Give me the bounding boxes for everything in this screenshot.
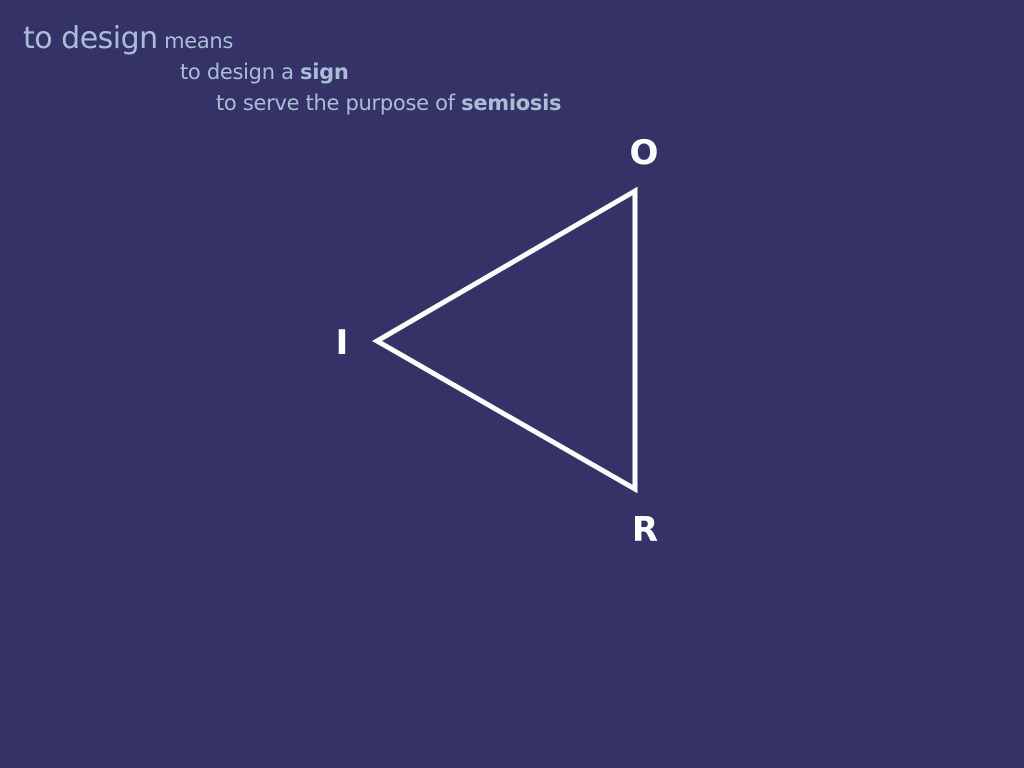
line3-text: to serve the purpose of (216, 91, 462, 115)
heading-line-2: to design a sign (180, 60, 349, 84)
vertex-label-bottom: R (632, 510, 658, 550)
heading-rest: means (157, 29, 234, 53)
heading-emphasis: to design (23, 21, 158, 56)
line3-bold: semiosis (461, 91, 562, 115)
line2-bold: sign (300, 60, 349, 84)
vertex-label-top: O (630, 133, 659, 173)
triangle-shape (372, 186, 638, 494)
heading-line-1: to design means (23, 21, 233, 56)
heading-line-3: to serve the purpose of semiosis (216, 91, 561, 115)
line2-text: to design a (180, 60, 301, 84)
vertex-label-left: I (336, 323, 349, 363)
